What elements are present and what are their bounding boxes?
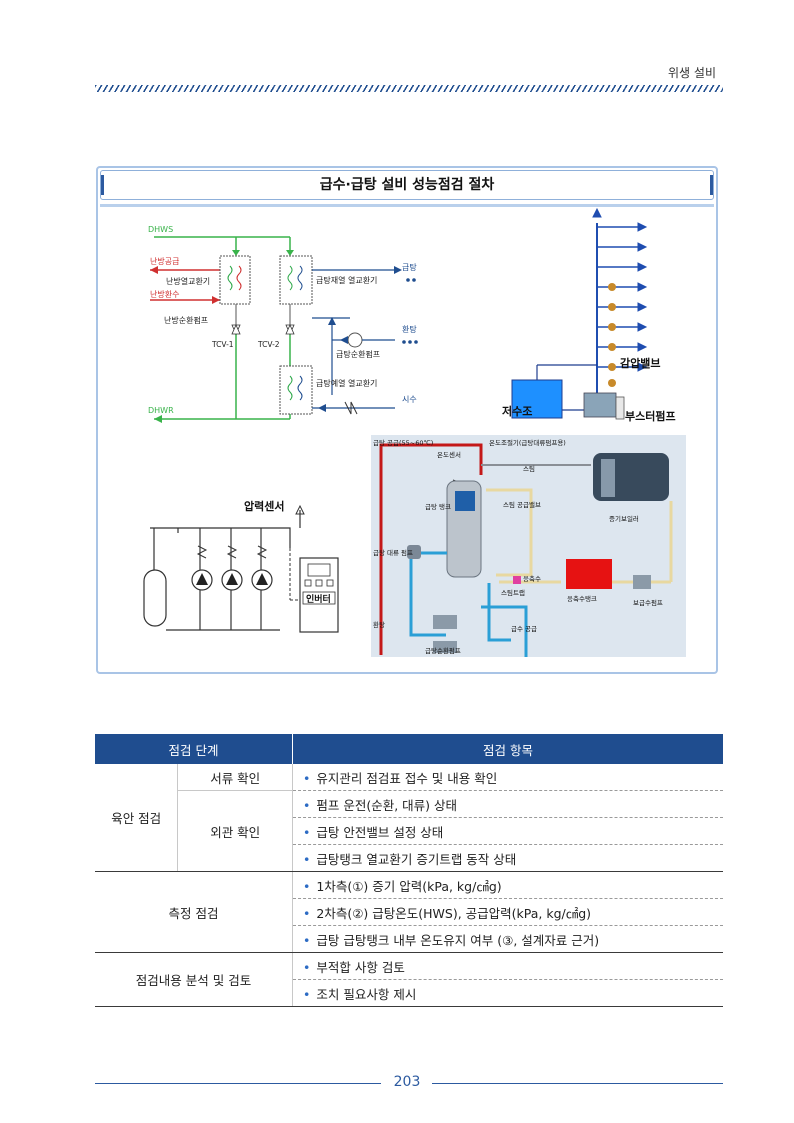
section-label: 위생 설비 [668, 66, 716, 80]
table-item: •유지관리 점검표 접수 및 내용 확인 [292, 764, 723, 791]
header-rule [95, 85, 723, 92]
table-item: •1차측(①) 증기 압력(kPa, kg/㎠g) [292, 871, 723, 899]
table-item: •부적합 사항 검토 [292, 952, 723, 980]
inspection-table: 점검 단계 점검 항목 육안 점검 서류 확인 •유지관리 점검표 접수 및 내… [95, 734, 723, 1007]
booster-pump-diagram: 감압밸브 저수조 부스터펌프 [502, 207, 676, 423]
steam-boiler-label: 증기보일러 [609, 514, 639, 523]
steam-label: 스팀 [523, 465, 535, 473]
heating-pump-label: 난방순환펌프 [164, 315, 208, 325]
heating-supply-label: 난방공급 [150, 256, 179, 266]
table-item: •조치 필요사항 제시 [292, 979, 723, 1007]
table-item: •급탕탱크 열교환기 증기트랩 동작 상태 [292, 844, 723, 872]
temp-sensor-label: 온도센서 [437, 450, 461, 459]
dhws-label: DHWS [148, 225, 173, 234]
city-water-label: 시수 [402, 395, 417, 404]
return-water-label: 환탕 [402, 324, 417, 334]
sub-docs: 서류 확인 [177, 764, 293, 791]
condensate-label: 응축수 [523, 574, 541, 583]
heating-return-label: 난방환수 [150, 289, 179, 299]
return-label: 환탕 [373, 620, 385, 629]
footer-rule-left [95, 1083, 381, 1084]
inverter-booster-diagram: 압력센서 인버터 [143, 499, 339, 633]
reheat-hx-label: 급탕재열 열교환기 [316, 275, 377, 285]
dhwr-label: DHWR [148, 406, 174, 415]
items-header: 점검 항목 [292, 734, 723, 764]
temp-controller-label: 온도조절기(급탕대류펌프용) [489, 438, 566, 447]
hw-circ-pump-label: 급탕순환펌프 [425, 646, 461, 655]
footer-rule-right [432, 1083, 723, 1084]
table-item: •급탕 급탕탱크 내부 온도유지 여부 (③, 설계자료 근거) [292, 925, 723, 953]
pressure-sensor-label: 압력센서 [244, 499, 284, 513]
inverter-label: 인버터 [306, 593, 331, 605]
figure-title: 급수·급탕 설비 성능점검 절차 [100, 170, 714, 200]
figure-divider [100, 204, 714, 207]
steam-trap-label: 스팀트랩 [501, 589, 525, 597]
tcv1-label: TCV-1 [211, 340, 234, 349]
steam-hot-water-diagram: 급탕 공급(55~60℃) 온도조절기(급탕대류펌프용) 온도센서 스팀 증기보… [371, 435, 686, 657]
tcv2-label: TCV-2 [257, 340, 280, 349]
stage-measure: 측정 점검 [95, 871, 293, 953]
hw-tank-label: 급탕 탱크 [425, 502, 451, 511]
preheat-hx-label: 급탕예열 열교환기 [316, 378, 377, 388]
water-supply-label: 급수 공급 [511, 625, 537, 633]
stage-header: 점검 단계 [95, 734, 293, 764]
stage-visual: 육안 점검 [95, 764, 179, 872]
heat-exchanger-diagram: DHWS DHWR 난방공급 난방환수 난방열교환기 난방순환펌프 TCV-1 … [148, 225, 418, 423]
table-item: •펌프 운전(순환, 대류) 상태 [292, 790, 723, 818]
condensate-tank-label: 응축수탱크 [567, 594, 597, 603]
reservoir-label: 저수조 [502, 404, 532, 418]
booster-pump-label: 부스터펌프 [625, 409, 676, 423]
sub-appearance: 외관 확인 [177, 790, 293, 872]
heating-hx-label: 난방열교환기 [166, 276, 210, 286]
table-item: •2차측(②) 급탕온도(HWS), 공급압력(kPa, kg/㎠g) [292, 898, 723, 926]
circ-pump-label: 급탕순환펌프 [336, 349, 380, 359]
table-item: •급탕 안전밸브 설정 상태 [292, 817, 723, 845]
steam-valve-label: 스팀 공급밸브 [503, 500, 541, 509]
hw-conv-pump-label: 급탕 대류 펌프 [373, 548, 413, 557]
prv-label: 감압밸브 [620, 356, 660, 370]
stage-analysis: 점검내용 분석 및 검토 [95, 952, 293, 1007]
hw-supply-label: 급탕 공급(55~60℃) [373, 438, 433, 447]
page-number: 203 [393, 1074, 421, 1090]
hot-water-label: 급탕 [402, 262, 417, 272]
feed-pump-label: 보급수펌프 [633, 599, 663, 607]
